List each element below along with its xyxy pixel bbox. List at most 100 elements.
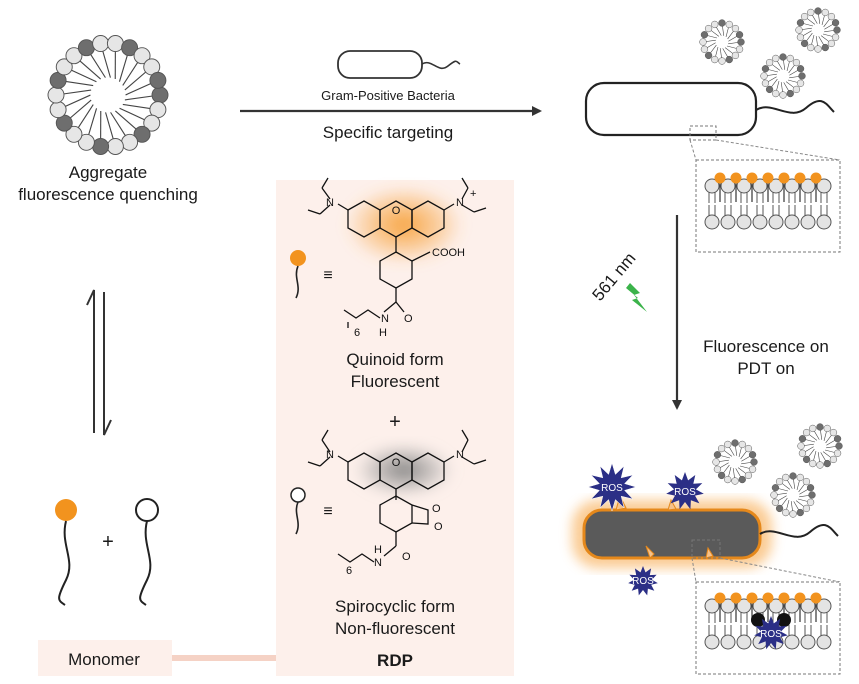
probe-head <box>730 172 742 184</box>
micelle-head <box>737 38 745 46</box>
ros-burst-4: ROS <box>751 613 791 650</box>
micelle-head <box>65 47 83 65</box>
spiro-xanthene-o-label: O <box>392 457 401 469</box>
micelle-head <box>65 125 83 143</box>
micelle-head <box>717 471 726 480</box>
micelle-head <box>712 458 720 466</box>
equivalent-sign-top: ≡ <box>323 267 332 284</box>
lipid-head <box>752 214 768 230</box>
spiro-label-line2: Non-fluorescent <box>335 619 455 638</box>
pdt-on-label: PDT on <box>737 359 794 378</box>
micelle-head <box>795 26 803 34</box>
lipid-head <box>800 178 816 194</box>
positive-charge-label: + <box>470 188 476 200</box>
micelle-head <box>725 20 733 29</box>
ros-burst-3: ROS <box>628 566 658 596</box>
plus-sign-left: + <box>102 531 114 553</box>
equivalent-sign-bottom: ≡ <box>323 503 332 520</box>
micelle-head <box>809 459 817 468</box>
specific-targeting-label: Specific targeting <box>323 123 453 142</box>
probe-head <box>746 172 758 184</box>
micelle-head <box>718 19 726 27</box>
micelle-head <box>724 440 732 449</box>
lipid-head <box>720 214 736 230</box>
micelle-head <box>779 91 787 99</box>
micelle-head <box>800 12 809 21</box>
micelle-head <box>831 19 840 27</box>
micelle-head <box>711 20 719 29</box>
fluorescence-on-label: Fluorescence on <box>703 337 829 356</box>
micelle-head <box>761 65 770 73</box>
micelle-head <box>798 435 807 443</box>
lipid-head <box>720 598 736 614</box>
micelle-head <box>47 86 65 104</box>
zoom-lines <box>689 139 841 161</box>
lipid-head <box>736 178 752 194</box>
amide-h-label: H <box>379 327 387 339</box>
svg-text:ROS: ROS <box>760 629 782 640</box>
open-head-probe-icon <box>290 487 306 535</box>
probe-head <box>794 172 806 184</box>
amide-n-label: N <box>381 313 389 325</box>
micelle-head <box>77 39 95 57</box>
micelle-small-2 <box>795 7 841 53</box>
micelle-head <box>798 72 806 80</box>
micelle-head <box>792 85 801 94</box>
lipid-head <box>720 634 736 650</box>
micelle-head <box>704 51 713 60</box>
micelle-head <box>724 475 732 484</box>
micelle-head <box>806 498 815 506</box>
micelle-head <box>711 55 719 64</box>
micelle-head <box>833 26 841 34</box>
lipid-head <box>816 178 832 194</box>
micelle-head <box>735 31 744 39</box>
plus-sign-center: + <box>389 411 401 433</box>
quinoid-label-line1: Quinoid form <box>346 350 443 369</box>
lipid-head <box>784 634 800 650</box>
micelle-head <box>814 7 822 15</box>
lipid-head <box>720 178 736 194</box>
micelle-head <box>789 472 797 480</box>
micelle-head <box>731 24 740 33</box>
lipid-head <box>800 598 816 614</box>
probe-head <box>810 172 822 184</box>
micelle-head <box>738 440 746 449</box>
probe-head <box>794 592 806 604</box>
micelle-head <box>772 89 780 98</box>
lipid-head <box>768 598 784 614</box>
micelle-small-1 <box>699 19 745 65</box>
micelle-head <box>731 477 739 485</box>
micelle-small-5 <box>797 423 843 469</box>
micelle-head <box>821 8 829 17</box>
micelle-head <box>816 423 824 431</box>
micelle-head <box>713 451 722 459</box>
membrane-bilayer-bottom <box>704 592 832 650</box>
bacteria-type-label: Gram-Positive Bacteria <box>321 88 455 103</box>
micelle-head <box>831 33 840 41</box>
quinoid-structure: O N N + COOH O N H 6 <box>307 177 487 339</box>
micelle-head <box>814 45 822 53</box>
monomer-nonfluorescent-icon <box>135 498 159 606</box>
micelle-head <box>761 79 770 87</box>
micelle-head <box>704 24 713 33</box>
cooh-label: COOH <box>432 247 465 259</box>
rdp-label: RDP <box>377 651 413 670</box>
micelle-head <box>802 504 811 513</box>
micelle-head <box>121 133 139 151</box>
lipid-head <box>784 214 800 230</box>
micelle-head <box>823 424 831 433</box>
micelle-head <box>92 137 110 155</box>
aggregate-label-line1: Aggregate <box>69 163 147 182</box>
svg-text:ROS: ROS <box>601 483 623 494</box>
micelle-head <box>49 101 67 119</box>
monomer-fluorescent-icon <box>55 499 77 606</box>
micelle-head <box>782 473 790 482</box>
ros-burst-1: ROS <box>587 462 637 512</box>
lipid-head <box>752 178 768 194</box>
micelle-head <box>55 58 73 76</box>
lipid-head <box>784 178 800 194</box>
micelle-head <box>827 39 836 48</box>
micelle-small-6 <box>770 472 816 518</box>
zoom-box-small-bottom <box>691 539 721 559</box>
micelle-head <box>748 465 757 473</box>
